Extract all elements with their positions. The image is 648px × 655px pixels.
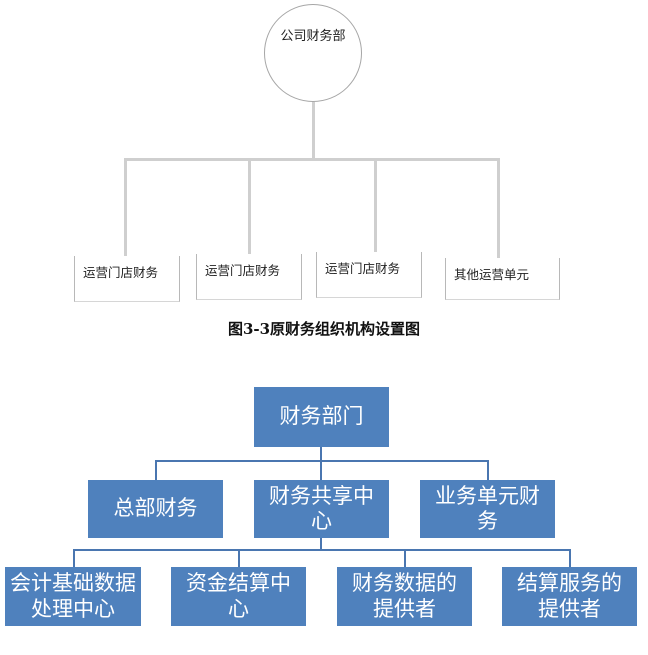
connector-drop-1 xyxy=(124,158,127,258)
node-fund-settlement-center: 资金结算中心 xyxy=(171,567,306,626)
connector-drop-2 xyxy=(248,158,251,256)
connector-level3-drop-3 xyxy=(404,549,406,567)
child-node-store-finance-1: 运营门店财务 xyxy=(74,256,180,302)
figure-caption: 图3-3原财务组织机构设置图 xyxy=(227,320,421,338)
node-finance-department: 财务部门 xyxy=(254,387,389,447)
connector-level2-drop-1 xyxy=(155,460,157,480)
node-shared-service-center: 财务共享中心 xyxy=(254,480,389,538)
connector-level2-bar xyxy=(155,460,489,462)
child-node-store-finance-3: 运营门店财务 xyxy=(316,252,422,298)
connector-root-stem xyxy=(312,102,315,160)
connector-level3-bar xyxy=(73,549,571,551)
connector-level2-drop-3 xyxy=(487,460,489,480)
root-node-circle: 公司财务部 xyxy=(264,4,362,102)
connector-level3-drop-2 xyxy=(238,549,240,567)
node-business-unit-finance: 业务单元财务 xyxy=(420,480,555,538)
connector-drop-4 xyxy=(497,158,500,258)
child-node-other-units: 其他运营单元 xyxy=(445,258,560,300)
node-accounting-data-center: 会计基础数据处理中心 xyxy=(5,567,141,626)
connector-horizontal-bar xyxy=(124,158,500,161)
connector-level3-drop-4 xyxy=(569,549,571,567)
connector-drop-3 xyxy=(374,158,377,256)
node-financial-data-provider: 财务数据的提供者 xyxy=(337,567,472,626)
root-node-label: 公司财务部 xyxy=(280,29,346,44)
child-node-store-finance-2: 运营门店财务 xyxy=(196,254,302,300)
connector-level3-drop-1 xyxy=(73,549,75,567)
connector-center-stem xyxy=(320,538,322,550)
connector-level2-drop-2 xyxy=(320,460,322,480)
node-settlement-service-provider: 结算服务的提供者 xyxy=(502,567,637,626)
connector-root-stem-blue xyxy=(320,447,322,461)
node-headquarters-finance: 总部财务 xyxy=(88,480,223,538)
